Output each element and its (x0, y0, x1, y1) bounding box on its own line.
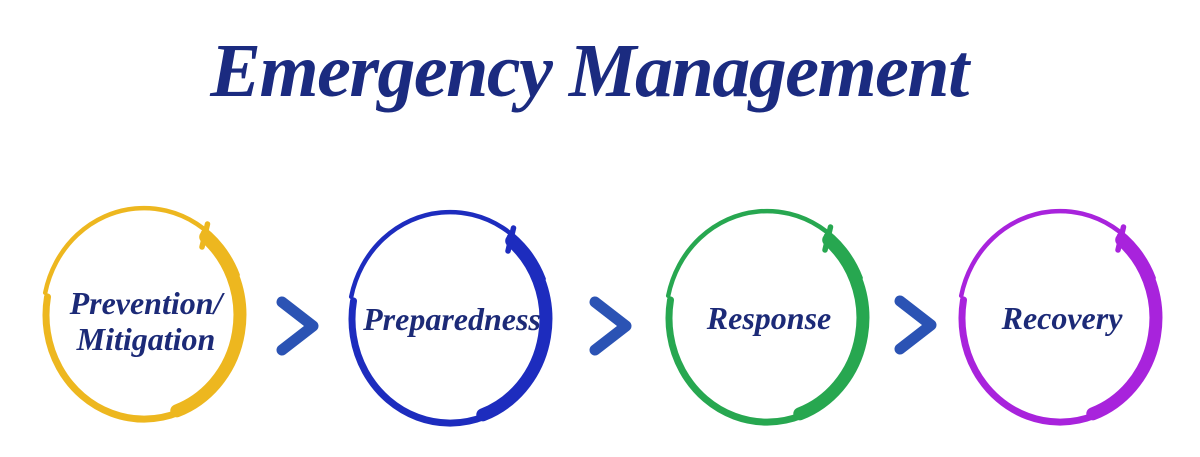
stage-response: Response (657, 206, 881, 430)
stage-recovery: Recovery (950, 206, 1174, 430)
brush-circle-icon (665, 208, 870, 426)
brush-circle-icon (958, 208, 1163, 426)
brush-circle-icon (348, 209, 553, 427)
chevron-right-icon (894, 295, 937, 355)
stage-preparedness: Preparedness (340, 207, 564, 431)
brush-circle-icon (42, 205, 247, 423)
chevron-right-icon (276, 296, 319, 356)
stage-prevention-mitigation: Prevention/Mitigation (34, 203, 258, 427)
chevron-right-icon (589, 296, 632, 356)
page-title: Emergency Management (210, 29, 969, 113)
